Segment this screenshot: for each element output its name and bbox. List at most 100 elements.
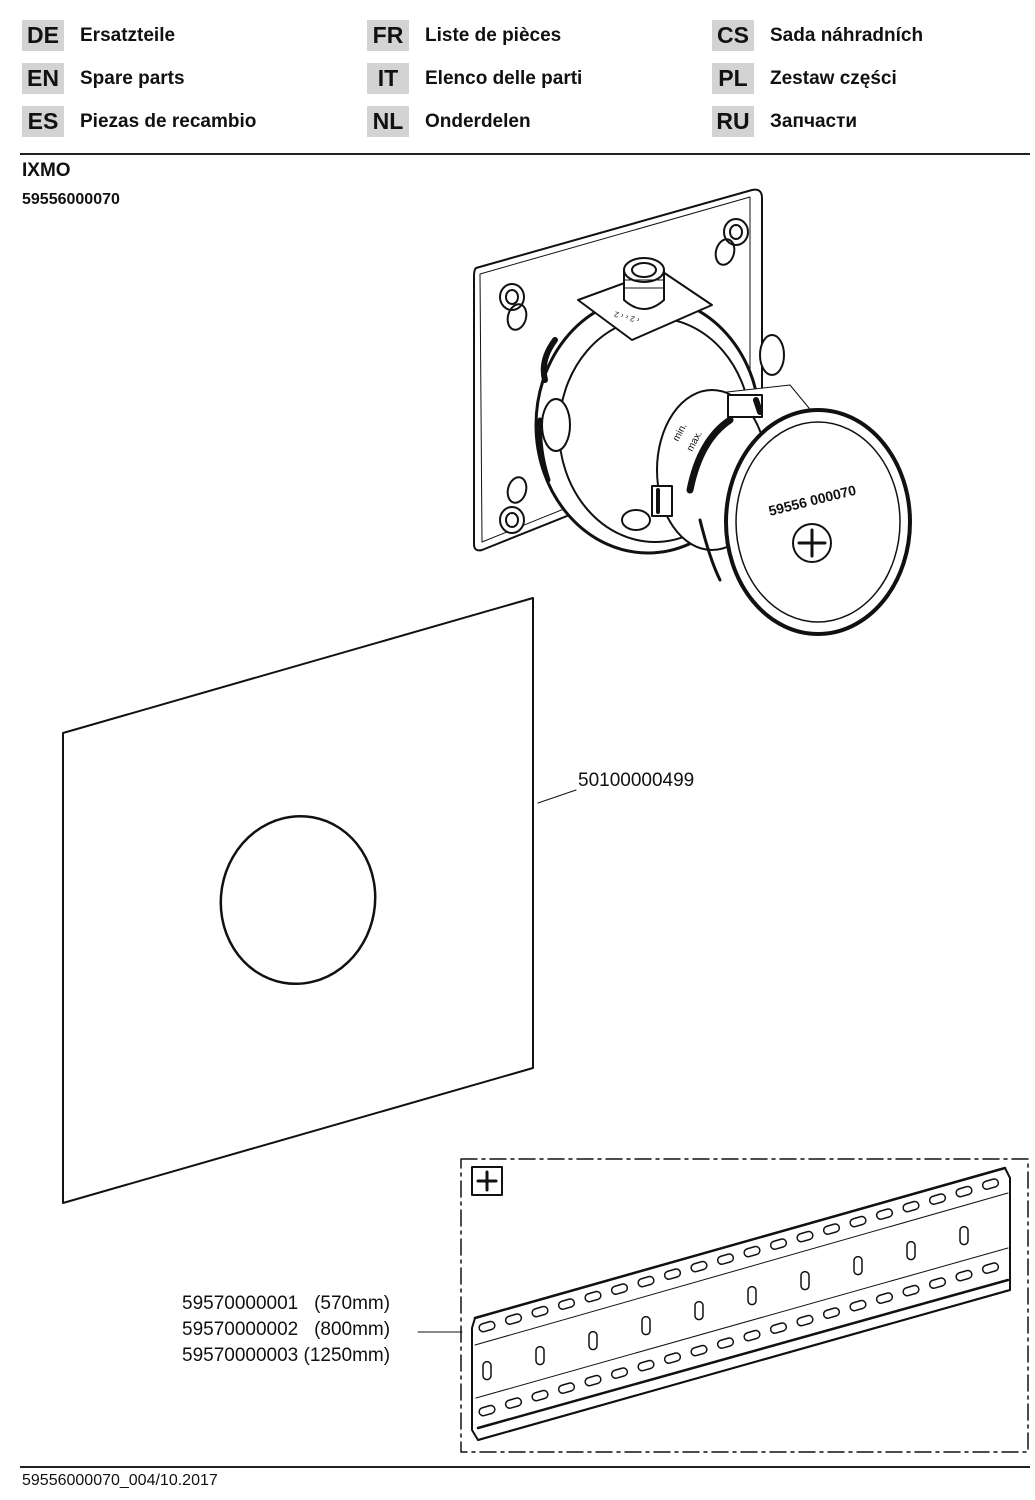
mounting-slot <box>714 238 736 266</box>
gasket-sheet <box>62 597 534 1204</box>
rail-slot <box>716 1253 735 1265</box>
lang-row-it: IT Elenco delle parti <box>367 63 582 94</box>
mounting-slot <box>506 303 528 331</box>
rail-slot <box>769 1322 788 1334</box>
rail-hole <box>906 1240 916 1261</box>
rail-slot <box>955 1185 973 1198</box>
lang-name: Запчасти <box>770 110 858 132</box>
rail-hole <box>641 1315 651 1336</box>
lang-row-en: EN Spare parts <box>22 63 185 94</box>
rail-slot <box>584 1290 602 1303</box>
rail-slot <box>557 1298 576 1310</box>
lang-code: DE <box>22 20 64 51</box>
rail-slot <box>822 1307 841 1319</box>
rail-slot <box>610 1367 629 1379</box>
lang-row-ru: RU Запчасти <box>712 106 857 137</box>
rail-slot <box>663 1352 682 1364</box>
lang-code: EN <box>22 63 64 94</box>
rail-part-number: 59570000002 (800mm) <box>182 1319 391 1340</box>
rail-slot <box>637 1359 655 1372</box>
plus-box-icon <box>471 1166 503 1196</box>
accessory-box <box>460 1158 1029 1453</box>
lang-name: Zestaw części <box>770 67 897 89</box>
rail-slot <box>875 1208 894 1220</box>
rail-hole <box>588 1330 598 1351</box>
rail-slot <box>769 1238 788 1250</box>
lang-name: Piezas de recambio <box>80 110 257 132</box>
lang-name: Spare parts <box>80 67 185 89</box>
rail-slot <box>981 1178 1000 1190</box>
product-article-number: 59556000070 <box>22 191 120 208</box>
rail-slot <box>557 1382 576 1394</box>
rail-slot <box>743 1329 761 1342</box>
rail-slot <box>928 1277 947 1289</box>
rail-slots <box>478 1178 1000 1417</box>
rail-slot <box>690 1344 708 1357</box>
rail-slot <box>849 1299 867 1312</box>
mounting-slot <box>506 476 528 504</box>
rail-slot <box>902 1284 920 1297</box>
lang-row-cs: CS Sada náhradních <box>712 20 923 51</box>
rail-slot <box>928 1193 947 1205</box>
lang-row-fr: FR Liste de pièces <box>367 20 561 51</box>
gasket-part-number: 50100000499 <box>578 770 695 791</box>
rail-slot <box>743 1245 761 1258</box>
cap-screw-icon <box>792 523 832 563</box>
rail-part-number: 59570000001 (570mm) <box>182 1293 391 1314</box>
rail-hole <box>747 1285 757 1306</box>
rail-hole <box>694 1300 704 1321</box>
rail-slot <box>981 1262 1000 1274</box>
lang-row-pl: PL Zestaw części <box>712 63 897 94</box>
lang-name: Sada náhradních <box>770 24 924 46</box>
mounting-screw <box>499 283 525 311</box>
document-id: 59556000070_004/10.2017 <box>22 1472 218 1489</box>
rail-hole <box>853 1255 863 1276</box>
lang-row-es: ES Piezas de recambio <box>22 106 256 137</box>
rail-slot <box>902 1200 920 1213</box>
lang-code: FR <box>367 20 409 51</box>
mounting-screw <box>499 506 525 534</box>
rail-slot <box>796 1314 814 1327</box>
rail-slot <box>504 1313 523 1325</box>
rail-slot <box>955 1269 973 1282</box>
gasket-leader-line <box>537 789 577 804</box>
lang-code: NL <box>367 106 409 137</box>
rail-slot <box>478 1320 496 1333</box>
rail-slot <box>796 1230 814 1243</box>
mounting-screw <box>723 218 749 246</box>
rail-hole <box>535 1345 545 1366</box>
lang-name: Ersatzteile <box>80 24 176 46</box>
cover-cap <box>686 408 912 636</box>
rail-hole <box>959 1225 969 1246</box>
lang-name: Onderdelen <box>425 110 531 132</box>
lang-row-nl: NL Onderdelen <box>367 106 531 137</box>
lang-name: Liste de pièces <box>425 24 562 46</box>
footer-divider <box>20 1466 1030 1468</box>
header-divider <box>20 153 1030 155</box>
rail-slot <box>637 1275 655 1288</box>
rail-slot <box>875 1292 894 1304</box>
rail-slot <box>849 1215 867 1228</box>
rail-hole <box>482 1360 492 1381</box>
rail-slot <box>716 1337 735 1349</box>
rail-hole <box>800 1270 810 1291</box>
mounting-rail <box>471 1166 1011 1441</box>
rail-slot <box>663 1268 682 1280</box>
rail-slot <box>531 1389 549 1402</box>
lang-code: ES <box>22 106 64 137</box>
outlet-connector <box>623 257 665 310</box>
rail-slot <box>504 1397 523 1409</box>
rail-slot <box>610 1283 629 1295</box>
rail-slot <box>690 1260 708 1273</box>
lang-code: RU <box>712 106 754 137</box>
product-name: IXMO <box>22 160 71 181</box>
rail-slot <box>584 1374 602 1387</box>
rail-slot <box>478 1404 496 1417</box>
lang-name: Elenco delle parti <box>425 67 583 89</box>
lang-row-de: DE Ersatzteile <box>22 20 175 51</box>
rail-part-number: 59570000003 (1250mm) <box>182 1345 391 1366</box>
lang-code: PL <box>712 63 754 94</box>
rail-slot <box>822 1223 841 1235</box>
lang-code: CS <box>712 20 754 51</box>
